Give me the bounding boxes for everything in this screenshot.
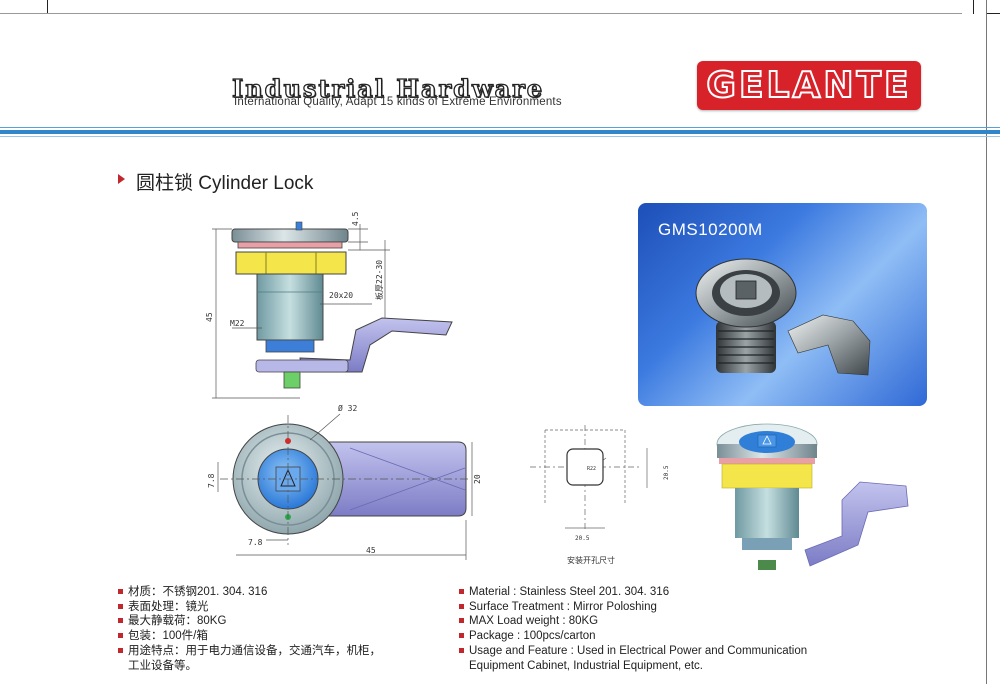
dim-offset-v-label: 7.8 (207, 473, 216, 488)
hole-diag-label: R22 (587, 466, 596, 472)
spec-item: 材质：不锈钢201. 304. 316 (118, 585, 381, 600)
hole-caption: 安装开孔尺寸 (567, 556, 615, 565)
front-view: Ø 32 7.8 7.8 45 20 (207, 403, 482, 560)
crop-mark (986, 0, 987, 684)
blue-spacer (265, 339, 315, 353)
product-photo: GMS10200M (638, 203, 927, 406)
dim-width-label: 20 (473, 474, 482, 484)
hole-width-label: 20.5 (575, 535, 590, 542)
screw (283, 371, 301, 389)
dim-range-label: 板厚22-30 (374, 260, 384, 300)
spec-item: Surface Treatment : Mirror Poloshing (459, 600, 807, 615)
flange (231, 228, 349, 243)
dim-length-label: 45 (366, 546, 376, 555)
brand-subtitle: International Quality, Adapt 15 kinds of… (234, 96, 562, 108)
header-stripe (0, 127, 1000, 128)
dim-diameter-label: Ø 32 (338, 403, 357, 413)
crop-mark (973, 0, 974, 14)
photo-lock-image (695, 258, 871, 376)
crop-mark (0, 13, 962, 14)
spec-item: Material : Stainless Steel 201. 304. 316 (459, 585, 807, 600)
spec-item: Package : 100pcs/carton (459, 629, 807, 644)
spec-item: 最大静载荷：80KG (118, 614, 381, 629)
thread-label: M22 (230, 319, 245, 328)
dim-square-label: 20x20 (329, 291, 353, 300)
brand-logo: GELANTE (697, 61, 921, 110)
hole-height-label: 20.5 (663, 465, 670, 480)
cylinder-body (256, 273, 324, 341)
dim-offset-h-label: 7.8 (248, 538, 263, 547)
specs-en: Material : Stainless Steel 201. 304. 316… (459, 585, 807, 673)
nut (235, 251, 347, 275)
spec-item: 表面处理：镜光 (118, 600, 381, 615)
cam-3d (804, 481, 909, 567)
spec-item: 用途特点：用于电力通信设备，交通汽车，机柜， (118, 644, 381, 659)
side-view: 45 4.5 板厚22-30 20x20 M22 (205, 211, 453, 399)
spec-item: 包装：100件/箱 (118, 629, 381, 644)
model-code: GMS10200M (658, 220, 763, 239)
crop-mark (986, 13, 1000, 14)
section-marker-icon (118, 174, 125, 184)
spec-item: Usage and Feature : Used in Electrical P… (459, 644, 807, 659)
render-3d (716, 423, 909, 570)
specs-cn: 材质：不锈钢201. 304. 316 表面处理：镜光 最大静载荷：80KG 包… (118, 585, 381, 673)
header-stripe (0, 136, 1000, 137)
gasket (237, 241, 343, 249)
mounting-hole (566, 448, 604, 486)
spec-item-continued: 工业设备等。 (128, 659, 197, 672)
logo-text: GELANTE (705, 64, 912, 107)
dim-height-label: 45 (205, 312, 214, 322)
crop-mark (47, 0, 48, 14)
brand-title: Industrial Hardware (231, 73, 545, 103)
spec-item-continued: Equipment Cabinet, Industrial Equipment,… (469, 659, 703, 672)
dim-top-label: 4.5 (351, 211, 360, 226)
cam-plate (255, 359, 349, 373)
hole-drawing: 20.5 20.5 R22 (530, 425, 670, 542)
section-title: 圆柱锁 Cylinder Lock (136, 173, 314, 194)
header-stripe (0, 130, 1000, 134)
cam-front (324, 441, 467, 517)
spec-item: MAX Load weight : 80KG (459, 614, 807, 629)
